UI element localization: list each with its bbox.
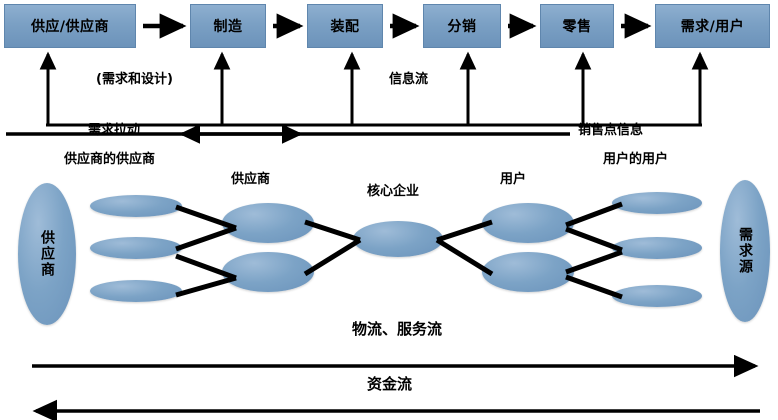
label-customer: 用户	[500, 172, 527, 187]
network-node-supplier-tier1[interactable]	[222, 203, 314, 243]
network-node-customer-tier2[interactable]	[612, 237, 702, 259]
process-box-label: 供应/供应商	[30, 19, 110, 35]
network-node-supplier-tier2[interactable]	[90, 237, 182, 259]
label-supplier: 供应商	[231, 172, 271, 187]
process-box-retail[interactable]: 零售	[540, 4, 614, 48]
network-node-customer-tier2[interactable]	[612, 192, 702, 214]
label-demand-pull: 需求拉动	[88, 123, 141, 138]
network-node-supplier-tier1[interactable]	[222, 252, 314, 292]
process-box-label: 需求/用户	[680, 19, 745, 35]
process-box-label: 零售	[562, 19, 592, 35]
label-core-enterprise: 核心企业	[367, 184, 420, 199]
link-c1b-to-c2b	[565, 249, 623, 275]
network-node-customer-tier1[interactable]	[482, 252, 574, 292]
process-box-supply[interactable]: 供应/供应商	[4, 4, 136, 48]
link-c1a-to-c2a	[565, 201, 623, 228]
label-customer-of-customer: 用户的用户	[603, 152, 669, 167]
process-box-label: 分销	[447, 19, 477, 35]
network-node-customer-tier2[interactable]	[612, 285, 702, 307]
process-box-manufacture[interactable]: 制造	[190, 4, 266, 48]
network-node-supplier-tier2[interactable]	[90, 280, 182, 302]
node-label: 需求源	[737, 227, 753, 275]
label-demand-and-design: (需求和设计)	[96, 72, 173, 87]
network-node-customer-tier1[interactable]	[482, 203, 574, 243]
process-box-label: 制造	[213, 19, 243, 35]
node-label: 供应商	[39, 230, 55, 278]
network-node-supplier-source[interactable]: 供应商	[18, 183, 76, 325]
label-supplier-of-supplier: 供应商的供应商	[64, 152, 156, 167]
process-box-distribution[interactable]: 分销	[423, 4, 501, 48]
network-node-supplier-tier2[interactable]	[90, 195, 182, 217]
process-box-assembly[interactable]: 装配	[307, 4, 383, 48]
label-information-flow: 信息流	[389, 72, 429, 87]
information-flow-risers	[39, 51, 709, 126]
network-node-demand-sink[interactable]: 需求源	[720, 180, 770, 322]
network-node-core-enterprise[interactable]	[353, 221, 443, 257]
label-pos-information: 销售点信息	[578, 123, 644, 138]
label-logistics-service-flow: 物流、服务流	[352, 320, 443, 338]
process-box-demand-customer[interactable]: 需求/用户	[655, 4, 770, 48]
process-box-label: 装配	[330, 19, 360, 35]
label-capital-flow: 资金流	[367, 375, 413, 393]
